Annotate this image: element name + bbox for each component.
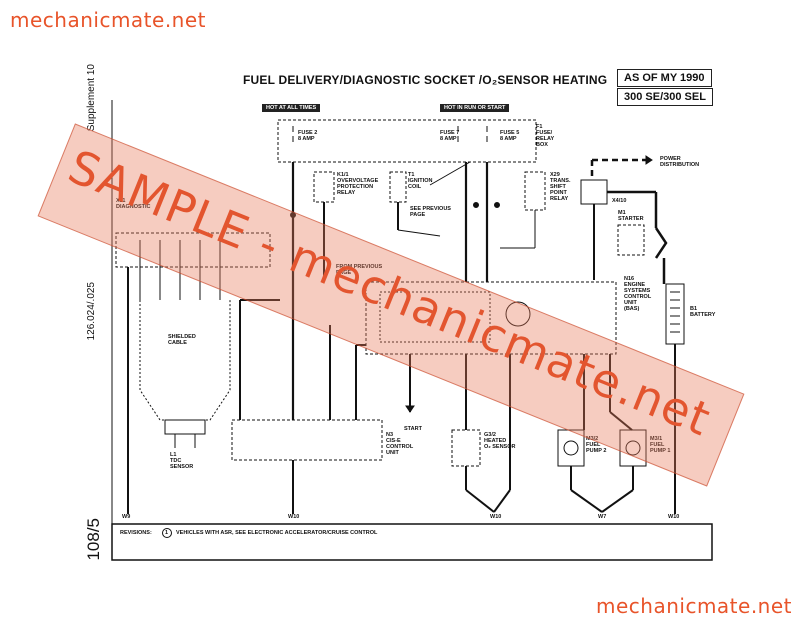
model-label: 300 SE/300 SEL	[617, 88, 713, 106]
ground-w10-c: W10	[668, 514, 680, 520]
hot-at-all-times-label: HOT AT ALL TIMES	[262, 104, 321, 112]
x4-connector-label: X4/10	[612, 198, 627, 204]
ground-w10-b: W10	[490, 514, 502, 520]
brand-bottom-right: mechanicmate.net	[596, 594, 793, 618]
diagram-title: FUEL DELIVERY/DIAGNOSTIC SOCKET /O₂SENSO…	[243, 73, 608, 87]
revision-note: VEHICLES WITH ASR, SEE ELECTRONIC ACCELE…	[176, 530, 378, 536]
ground-w9: W9	[122, 514, 131, 520]
ground-w7: W7	[598, 514, 607, 520]
as-of-label: AS OF MY 1990	[617, 69, 712, 87]
revisions-label: REVISIONS:	[120, 530, 152, 536]
start-label: START	[404, 426, 422, 432]
brand-top-left: mechanicmate.net	[10, 8, 207, 32]
revision-note-number: 1	[165, 530, 169, 536]
ground-w10-a: W10	[288, 514, 300, 520]
hot-in-run-label: HOT IN RUN OR START	[440, 104, 510, 112]
